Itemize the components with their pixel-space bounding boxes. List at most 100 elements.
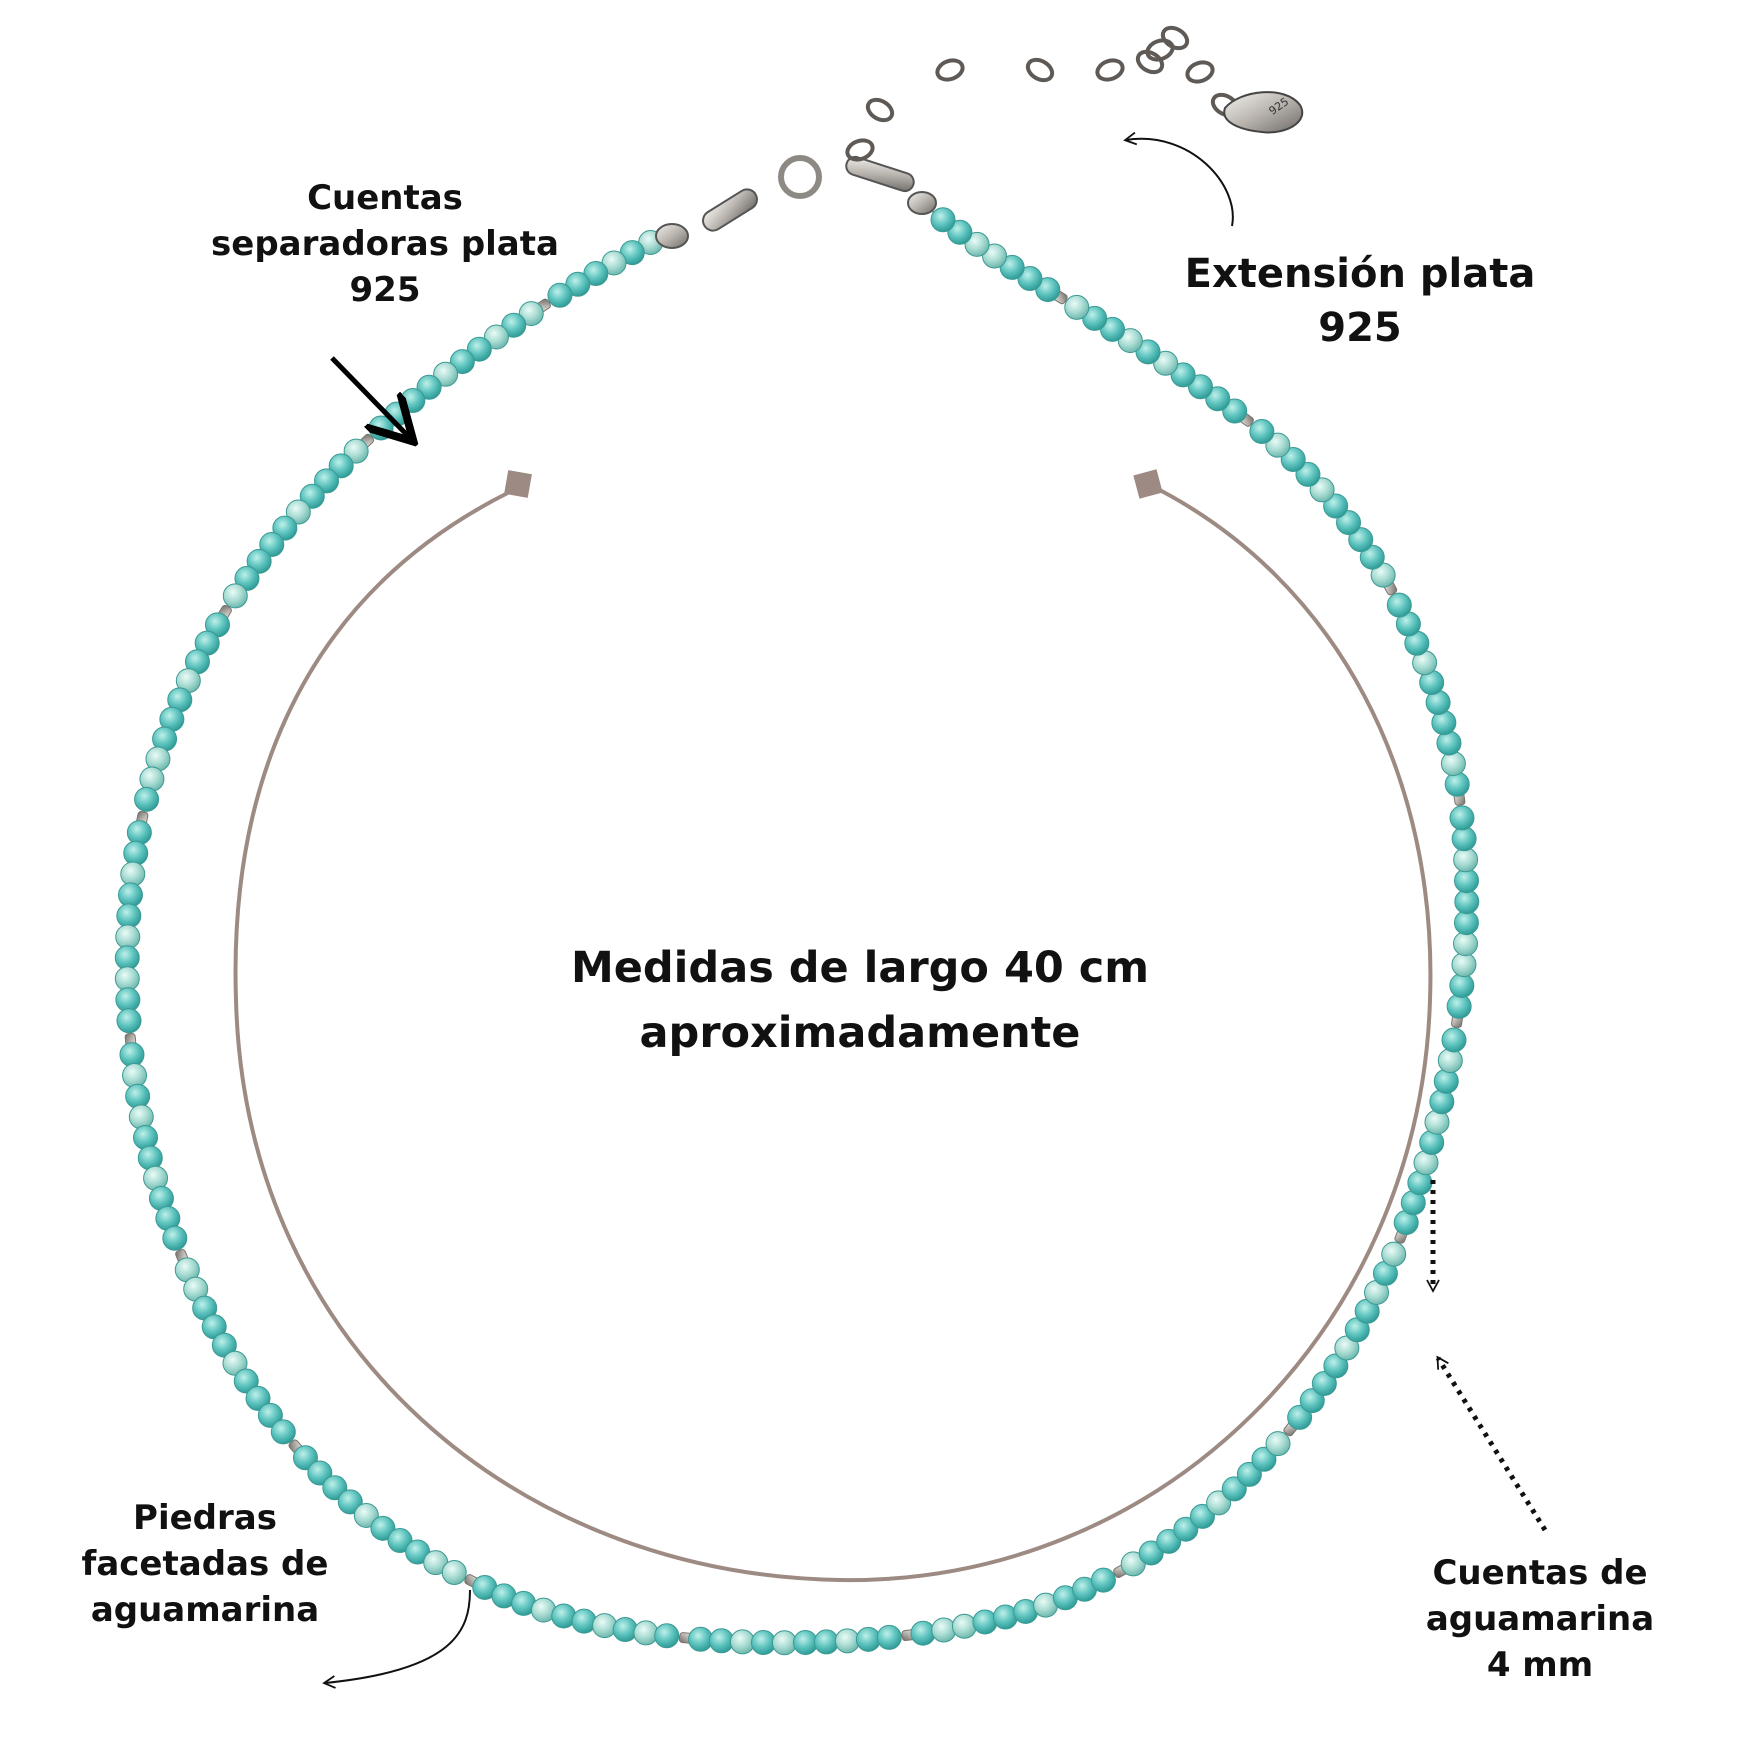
- aquamarine-bead: [120, 861, 146, 887]
- aquamarine-bead: [1153, 350, 1179, 376]
- aquamarine-bead: [132, 1124, 158, 1150]
- aquamarine-bead: [115, 924, 141, 950]
- aquamarine-bead: [633, 1620, 659, 1646]
- aquamarine-bead: [947, 219, 973, 245]
- aquamarine-bead: [1299, 1388, 1325, 1414]
- aquamarine-bead: [688, 1626, 714, 1652]
- spring-ring: [778, 155, 822, 199]
- extension-chain: [845, 25, 1240, 162]
- aquamarine-bead: [1251, 1446, 1277, 1472]
- chain-link: [865, 97, 895, 123]
- aquamarine-bead: [122, 1062, 148, 1088]
- aquamarine-bead: [1309, 477, 1335, 503]
- clasp-connector-right: [845, 155, 915, 193]
- aquamarine-bead: [1323, 493, 1349, 519]
- aquamarine-bead: [1348, 527, 1374, 553]
- aquamarine-bead: [547, 282, 573, 308]
- bead-size-label-line-2: aguamarina: [1425, 1598, 1655, 1639]
- aquamarine-bead: [592, 1613, 618, 1639]
- aquamarine-bead: [930, 207, 956, 233]
- length-label: Medidas de largo 40 cm aproximadamente: [450, 936, 1270, 1065]
- aquamarine-bead: [1437, 1048, 1463, 1074]
- chain-link: [1135, 49, 1165, 75]
- aquamarine-bead: [116, 903, 142, 929]
- extension-label-line-1: Extensión plata: [1184, 251, 1536, 297]
- aquamarine-bead: [1222, 398, 1248, 424]
- aquamarine-beads: [114, 207, 1480, 1656]
- aquamarine-bead: [222, 1350, 248, 1376]
- aquamarine-bead: [1453, 931, 1479, 957]
- aquamarine-bead: [792, 1630, 818, 1656]
- extension-label-line-2: 925: [1318, 305, 1402, 351]
- aquamarine-bead: [1064, 294, 1090, 320]
- chain-link: [1185, 60, 1215, 84]
- bead-size-label-line-3: 4 mm: [1486, 1644, 1594, 1685]
- chain-link: [1095, 58, 1125, 82]
- aquamarine-bead: [1444, 771, 1470, 797]
- aquamarine-bead: [999, 254, 1025, 280]
- spacer-beads-label: Cuentas separadoras plata 925: [195, 176, 575, 314]
- bead-size-label: Cuentas de aguamarina 4 mm: [1380, 1551, 1700, 1689]
- aquamarine-bead: [483, 324, 509, 350]
- end-cap-right: [907, 191, 937, 215]
- aquamarine-bead: [337, 1489, 363, 1515]
- chain-link: [1160, 25, 1190, 51]
- extension-label: Extensión plata 925: [1150, 247, 1570, 355]
- aquamarine-bead: [771, 1630, 797, 1656]
- aquamarine-bead: [1336, 510, 1362, 536]
- solid-arrow-icon: [330, 356, 410, 438]
- chain-link: [845, 138, 875, 162]
- aquamarine-bead: [322, 1475, 348, 1501]
- aquamarine-bead: [964, 231, 990, 257]
- aquamarine-bead: [1138, 1540, 1164, 1566]
- aquamarine-bead: [1454, 889, 1480, 915]
- aquamarine-bead: [314, 468, 340, 494]
- aquamarine-bead: [855, 1626, 881, 1652]
- aquamarine-bead: [272, 515, 298, 541]
- aquamarine-bead: [162, 1225, 188, 1251]
- aquamarine-bead: [1265, 1431, 1291, 1457]
- aquamarine-bead: [1446, 993, 1472, 1019]
- aquamarine-bead: [571, 1608, 597, 1634]
- aquamarine-bead: [1381, 1241, 1407, 1267]
- aquamarine-bead: [328, 453, 354, 479]
- silver-clasp: [655, 155, 937, 249]
- aquamarine-bead: [876, 1624, 902, 1650]
- aquamarine-bead: [343, 438, 369, 464]
- dotted-arrow-icon: [1435, 1355, 1548, 1532]
- measure-arc-end-marker: [1133, 469, 1163, 499]
- aquamarine-bead: [441, 1559, 467, 1585]
- chain-link: [1025, 57, 1055, 83]
- aquamarine-bead: [245, 1385, 271, 1411]
- aquamarine-bead: [750, 1630, 776, 1656]
- spacer-beads-label-line-3: 925: [349, 269, 421, 310]
- length-label-line-2: aproximadamente: [639, 1007, 1081, 1058]
- aquamarine-bead: [292, 1445, 318, 1471]
- aquamarine-bead: [813, 1629, 839, 1655]
- aquamarine-bead: [1451, 952, 1477, 978]
- measure-arc-icon: [233, 483, 1433, 1583]
- aquamarine-bead: [1249, 419, 1275, 445]
- curved-arrow-icon: [1123, 131, 1234, 227]
- aquamarine-bead: [466, 336, 492, 362]
- end-cap-left: [655, 223, 689, 249]
- aquamarine-bead: [910, 1620, 936, 1646]
- aquamarine-bead: [1236, 1461, 1262, 1487]
- aquamarine-bead: [222, 583, 248, 609]
- aquamarine-bead: [1453, 910, 1479, 936]
- aquamarine-bead: [612, 1617, 638, 1643]
- aquamarine-bead: [234, 565, 260, 591]
- aquamarine-bead: [1117, 328, 1143, 354]
- aquamarine-bead: [1189, 1503, 1215, 1529]
- aquamarine-bead: [1449, 973, 1475, 999]
- aquamarine-bead: [1187, 374, 1213, 400]
- aquamarine-bead: [119, 1042, 145, 1068]
- aquamarine-bead: [1090, 1567, 1116, 1593]
- aquamarine-bead: [518, 301, 544, 327]
- aquamarine-bead: [433, 361, 459, 387]
- aquamarine-bead: [134, 786, 160, 812]
- aquamarine-bead: [1100, 316, 1126, 342]
- aquamarine-bead: [834, 1628, 860, 1654]
- aquamarine-bead: [1135, 339, 1161, 365]
- spacer-beads-label-line-1: Cuentas: [307, 178, 463, 218]
